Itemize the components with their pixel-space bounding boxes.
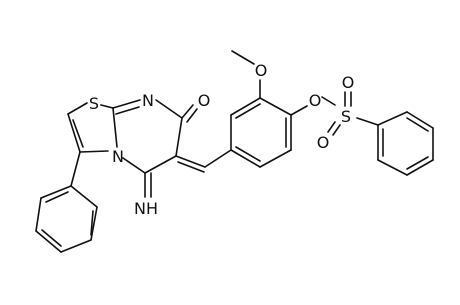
bond <box>90 206 98 241</box>
atom-labels: S N N O NH O O S O O <box>89 61 354 218</box>
bond <box>406 156 429 170</box>
bond <box>204 149 232 168</box>
bond <box>377 111 408 126</box>
bond <box>259 149 292 168</box>
bond <box>356 117 379 126</box>
bond <box>67 102 88 115</box>
bond <box>175 117 183 157</box>
bond <box>406 111 434 129</box>
imine-label: NH <box>134 199 158 218</box>
bond <box>40 185 72 199</box>
bond <box>235 146 261 162</box>
bond <box>122 157 146 174</box>
bond <box>112 99 141 109</box>
bond <box>70 185 98 208</box>
bond <box>321 96 336 106</box>
bond <box>35 230 62 253</box>
bond <box>327 121 336 133</box>
bond <box>230 97 261 116</box>
bond <box>406 117 429 132</box>
sulfonyl-sulfur-label: S <box>341 107 351 126</box>
bond <box>72 119 84 148</box>
bond <box>406 159 434 176</box>
sulfonyl-oxygen-bottom-label: O <box>317 133 330 152</box>
bond <box>79 150 109 153</box>
bond <box>231 50 255 65</box>
bond <box>144 155 177 174</box>
bond <box>290 105 308 116</box>
bond <box>235 103 261 119</box>
bond-lines <box>35 50 434 253</box>
bond <box>377 159 408 176</box>
bond <box>67 113 81 153</box>
bond <box>60 239 92 253</box>
bond <box>35 197 42 232</box>
bond <box>177 161 205 173</box>
ring-nitrogen-top-label: N <box>142 91 154 110</box>
bond <box>41 229 62 247</box>
ester-oxygen-label: O <box>309 91 322 110</box>
bond <box>259 97 292 116</box>
thiazole-sulfur-label: S <box>89 94 99 113</box>
bond <box>70 151 81 187</box>
sulfonyl-oxygen-top-label: O <box>342 73 355 92</box>
bond <box>186 108 198 123</box>
ring-nitrogen-fused-label: N <box>112 147 124 166</box>
bond <box>332 124 341 136</box>
methoxy-oxygen-label: O <box>255 61 268 80</box>
carbonyl-oxygen-label: O <box>198 91 211 110</box>
bond <box>155 99 183 119</box>
bond <box>45 191 69 203</box>
bond <box>230 149 261 168</box>
bond <box>100 104 114 109</box>
bond <box>181 104 194 119</box>
bond <box>90 210 94 236</box>
bond <box>112 107 118 148</box>
bond <box>175 155 206 168</box>
bond <box>115 106 140 115</box>
